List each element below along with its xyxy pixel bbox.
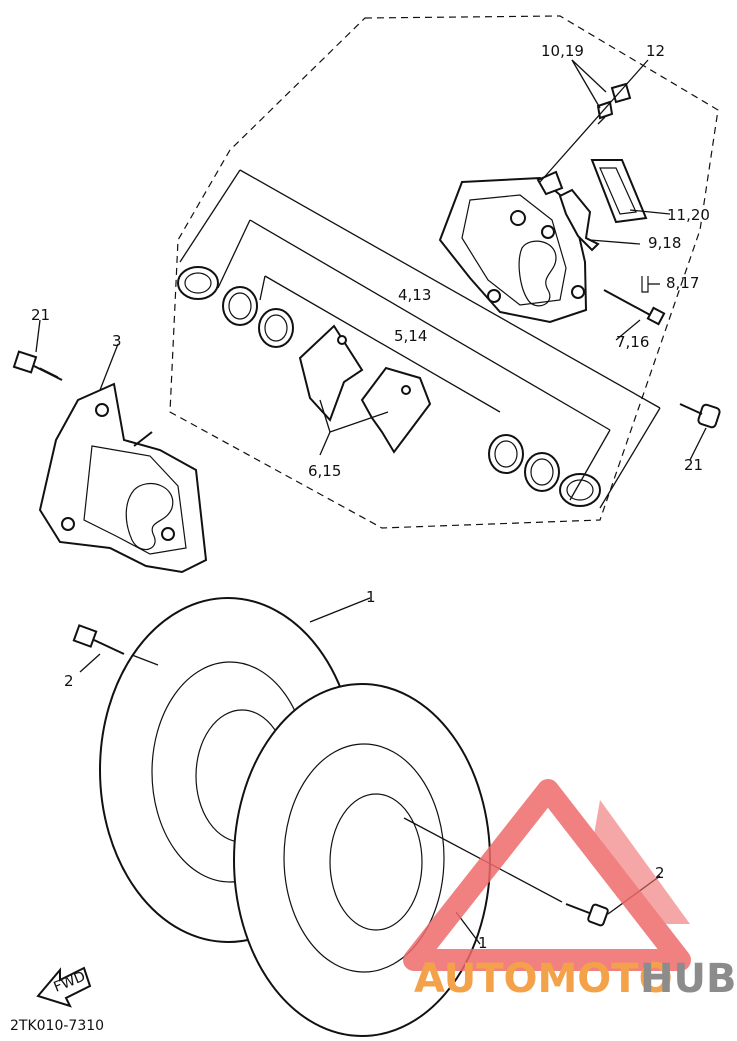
leader-lines — [179, 59, 671, 509]
callout-21-left: 21 — [31, 306, 50, 324]
seal-5-14-lower — [488, 434, 560, 492]
callout-9-18: 9,18 — [648, 234, 681, 252]
callout-6-15: 6,15 — [308, 462, 341, 480]
callout-10-19: 10,19 — [541, 42, 584, 60]
pad-pin-7-16 — [603, 289, 666, 326]
callout-5-14: 5,14 — [394, 327, 427, 345]
bolt-21-left — [12, 350, 63, 381]
brake-pads-6-15 — [298, 324, 432, 454]
callout-2-right: 2 — [655, 864, 665, 882]
caliper-assembly-12 — [438, 170, 588, 324]
disc-bolt-2-right — [565, 903, 609, 927]
callout-1-rear: 1 — [366, 588, 376, 606]
callout-12: 12 — [646, 42, 665, 60]
diagram-code: 2TK010-7310 — [10, 1018, 104, 1034]
callout-8-17: 8,17 — [666, 274, 699, 292]
callout-11-20: 11,20 — [667, 206, 710, 224]
bolt-21-right — [679, 403, 721, 429]
watermark-text-part2: HUB — [640, 956, 736, 1002]
pad-retainer-9-18 — [558, 188, 600, 252]
watermark-logo — [403, 779, 691, 971]
forward-arrow-icon: FWD — [36, 966, 92, 1008]
callout-1-front: 1 — [478, 934, 488, 952]
piston-4-13-upper — [177, 266, 219, 300]
callout-21-right: 21 — [684, 456, 703, 474]
watermark-text-part1: AUTOMOTO — [414, 956, 673, 1002]
caliper-3 — [38, 382, 208, 574]
callout-3: 3 — [112, 332, 122, 350]
bleed-screw-10-19 — [596, 82, 632, 125]
callout-4-13: 4,13 — [398, 286, 431, 304]
pad-spring-11-20 — [590, 159, 648, 224]
clip-8-17 — [641, 276, 649, 293]
seal-5-14-upper — [222, 286, 294, 348]
callout-2-left: 2 — [64, 672, 74, 690]
caliper-kit-boundary — [169, 15, 719, 529]
disc-bolt-2-left — [72, 624, 125, 655]
callout-7-16: 7,16 — [616, 333, 649, 351]
piston-4-13-lower — [559, 473, 601, 507]
